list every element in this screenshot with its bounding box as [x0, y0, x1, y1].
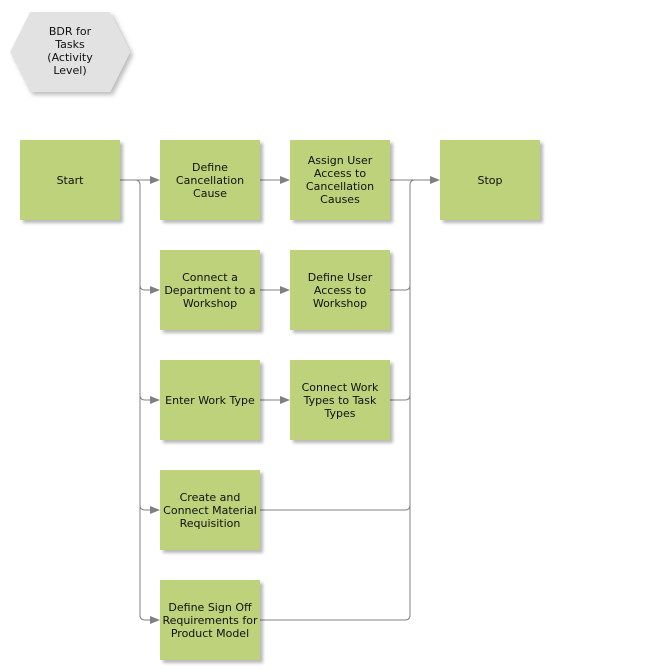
node-stop[interactable]: Stop — [440, 140, 540, 220]
node-enter-work-type[interactable]: Enter Work Type — [160, 360, 260, 440]
connector-trunk-enter-work-type — [139, 394, 160, 404]
node-connect-department[interactable]: Connect a Department to a Workshop — [160, 250, 260, 330]
node-assign-user-access[interactable]: Assign User Access to Cancellation Cause… — [290, 140, 390, 220]
title-hexagon — [10, 12, 130, 92]
connector-connect-work-types-merge — [390, 394, 411, 401]
node-start[interactable]: Start — [20, 140, 120, 220]
connector-trunk-create-material — [139, 504, 160, 514]
node-create-material-requisition[interactable]: Create and Connect Material Requisition — [160, 470, 260, 550]
connectors — [120, 176, 440, 624]
diagram-title: BDR for Tasks (Activity Level) — [47, 25, 93, 77]
node-define-sign-off[interactable]: Define Sign Off Requirements for Product… — [160, 580, 260, 660]
connector-create-material-merge — [260, 504, 411, 511]
connector-trunk-connect-department — [139, 284, 160, 294]
node-connect-work-types[interactable]: Connect Work Types to Task Types — [290, 360, 390, 440]
connector-define-access-merge — [390, 284, 411, 291]
connector-merge-trunk — [260, 179, 416, 621]
node-define-user-access-workshop[interactable]: Define User Access to Workshop — [290, 250, 390, 330]
connector-start-trunk — [120, 179, 160, 624]
node-define-cancellation-cause[interactable]: Define Cancellation Cause — [160, 140, 260, 220]
